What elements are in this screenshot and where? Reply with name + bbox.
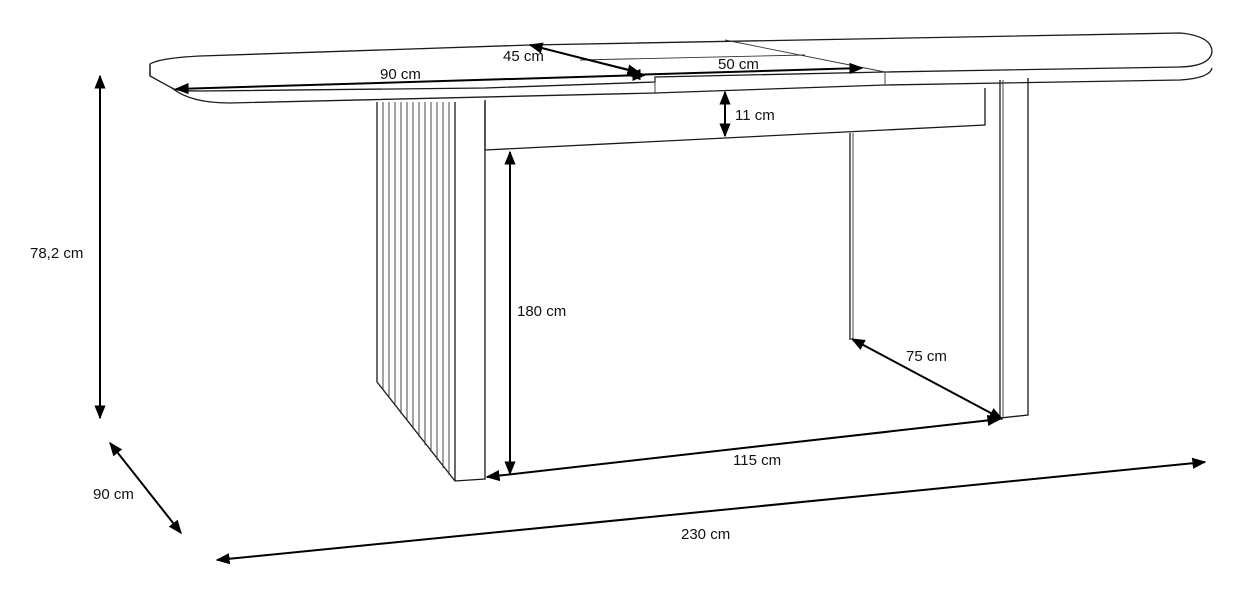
- label-11: 11 cm: [735, 107, 775, 124]
- left-leg-panel: [376, 102, 486, 482]
- dim-230: [215, 457, 1207, 565]
- label-115: 115 cm: [733, 452, 781, 469]
- dim-45: [528, 42, 642, 76]
- label-230: 230 cm: [681, 526, 730, 543]
- label-45: 45 cm: [503, 48, 544, 65]
- right-leg-panel: [849, 78, 1029, 419]
- label-75: 75 cm: [906, 348, 947, 365]
- label-78: 78,2 cm: [30, 245, 83, 262]
- dim-50: [626, 62, 864, 81]
- dim-90-top: [174, 69, 647, 95]
- label-50: 50 cm: [718, 56, 759, 73]
- label-90-depth: 90 cm: [93, 486, 134, 503]
- dim-75: [850, 338, 1004, 420]
- dimension-lines: [94, 42, 1207, 565]
- label-90-top: 90 cm: [380, 66, 421, 83]
- dim-90-depth: [109, 441, 182, 535]
- table-top: [149, 32, 1213, 104]
- label-180: 180 cm: [517, 303, 566, 320]
